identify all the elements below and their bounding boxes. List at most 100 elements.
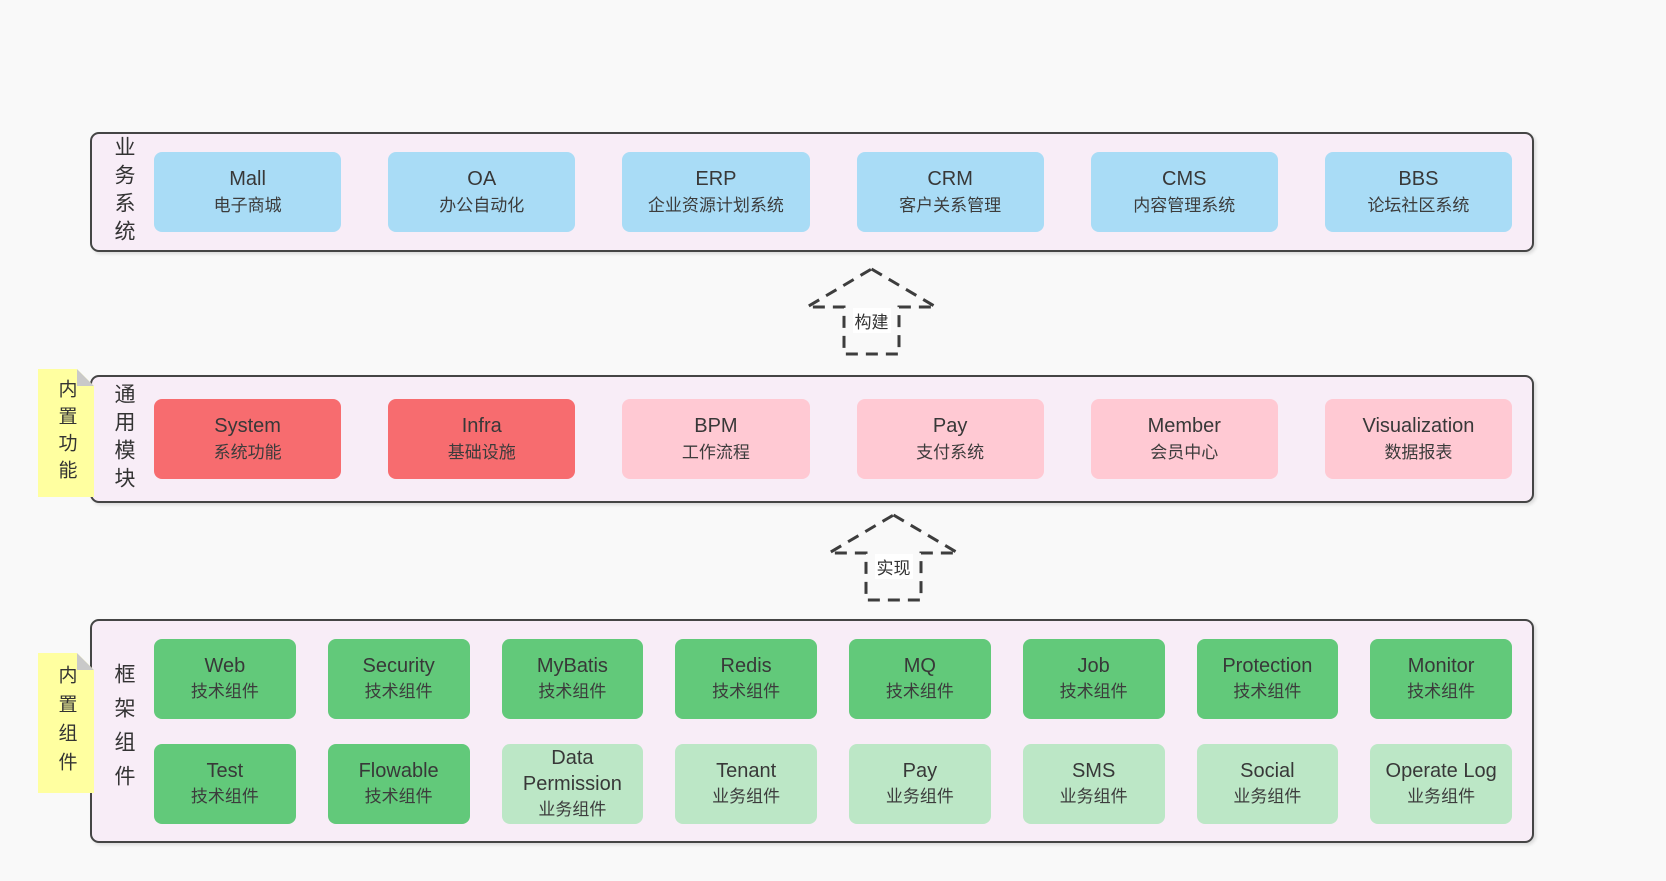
box-title: Protection <box>1222 654 1313 677</box>
layer-label: 通用模块 <box>92 377 154 501</box>
module-box-pay: Pay 支付系统 <box>856 399 1044 479</box>
build-arrow: 构建 <box>804 266 939 358</box>
box-title: Member <box>1147 415 1221 438</box>
module-box-pay: Pay 业务组件 <box>849 743 991 824</box>
box-title: SMS <box>1071 759 1116 782</box>
box-subtitle: 工作流程 <box>681 442 750 462</box>
box-subtitle: 业务组件 <box>538 800 607 820</box>
box-title: MQ <box>903 654 936 677</box>
box-subtitle: 客户关系管理 <box>899 195 1002 215</box>
module-box-web: Web 技术组件 <box>154 638 296 719</box>
layer-label-text: 通用模块 <box>112 383 135 495</box>
box-title: Infra <box>461 415 502 438</box>
module-box-crm: CRM 客户关系管理 <box>856 152 1044 232</box>
module-box-member: Member 会员中心 <box>1090 399 1278 479</box>
sticky-note-built-in-features: 内置功能 <box>38 369 94 497</box>
box-subtitle: 技术组件 <box>1407 682 1476 702</box>
box-title: MyBatis <box>536 654 608 677</box>
box-title: Pay <box>932 415 968 438</box>
module-box-erp: ERP 企业资源计划系统 <box>622 152 810 232</box>
module-row: System 系统功能 Infra 基础设施 BPM 工作流程 Pay 支付系统 Member 会… <box>154 399 1513 479</box>
box-subtitle: 业务组件 <box>1233 787 1302 807</box>
layer-common-modules: 通用模块 System 系统功能 Infra 基础设施 BPM 工作流程 Pay 支付系统 Me… <box>90 375 1534 503</box>
box-subtitle: 技术组件 <box>1233 682 1302 702</box>
module-box-mybatis: MyBatis 技术组件 <box>501 638 644 719</box>
box-subtitle: 技术组件 <box>364 787 433 807</box>
box-title: Job <box>1077 654 1110 677</box>
layer-label: 业务系统 <box>92 134 154 250</box>
box-subtitle: 数据报表 <box>1384 442 1453 462</box>
box-title: Pay <box>902 759 938 782</box>
box-subtitle: 内容管理系统 <box>1133 195 1236 215</box>
module-box-infra: Infra 基础设施 <box>388 399 576 479</box>
box-subtitle: 技术组件 <box>885 682 954 702</box>
module-box-job: Job 技术组件 <box>1022 638 1165 719</box>
box-subtitle: 业务组件 <box>712 787 781 807</box>
sticky-note-text: 内置组件 <box>55 665 77 781</box>
box-title: BBS <box>1398 168 1439 191</box>
box-title: Redis <box>720 654 772 677</box>
module-box-visualization: Visualization 数据报表 <box>1324 399 1513 479</box>
module-box-bbs: BBS 论坛社区系统 <box>1324 152 1513 232</box>
box-title: Operate Log <box>1385 759 1497 782</box>
box-subtitle: 办公自动化 <box>439 195 525 215</box>
box-title: Monitor <box>1407 654 1475 677</box>
build-arrow-label: 构建 <box>852 308 891 333</box>
box-subtitle: 论坛社区系统 <box>1367 195 1470 215</box>
box-title: Test <box>206 759 244 782</box>
module-box-system: System 系统功能 <box>154 399 342 479</box>
module-box-mq: MQ 技术组件 <box>849 638 991 719</box>
module-box-social: Social 业务组件 <box>1196 743 1339 824</box>
implement-arrow-label: 实现 <box>874 554 913 579</box>
box-title: Web <box>204 654 246 677</box>
module-box-bpm: BPM 工作流程 <box>622 399 810 479</box>
box-subtitle: 企业资源计划系统 <box>647 195 784 215</box>
module-box-test: Test 技术组件 <box>154 743 296 824</box>
box-title: Data Permission <box>522 747 622 795</box>
box-subtitle: 会员中心 <box>1150 442 1219 462</box>
module-box-data-permission: Data Permission 业务组件 <box>501 743 644 824</box>
box-subtitle: 技术组件 <box>190 787 259 807</box>
module-box-operate-log: Operate Log 业务组件 <box>1370 743 1512 824</box>
module-box-redis: Redis 技术组件 <box>675 638 817 719</box>
box-subtitle: 技术组件 <box>538 682 607 702</box>
layer-label: 框架组件 <box>92 621 154 841</box>
module-box-sms: SMS 业务组件 <box>1022 743 1165 824</box>
box-subtitle: 技术组件 <box>712 682 781 702</box>
box-subtitle: 业务组件 <box>1407 787 1476 807</box>
box-subtitle: 支付系统 <box>916 442 985 462</box>
sticky-note-built-in-components: 内置组件 <box>38 653 94 793</box>
box-subtitle: 系统功能 <box>213 442 282 462</box>
box-title: OA <box>467 168 497 191</box>
box-title: System <box>214 415 281 438</box>
box-subtitle: 技术组件 <box>190 682 259 702</box>
box-subtitle: 基础设施 <box>447 442 516 462</box>
box-subtitle: 技术组件 <box>364 682 433 702</box>
box-subtitle: 业务组件 <box>885 787 954 807</box>
box-title: BPM <box>694 415 738 438</box>
box-title: Social <box>1240 759 1295 782</box>
box-subtitle: 技术组件 <box>1059 682 1128 702</box>
box-subtitle: 业务组件 <box>1059 787 1128 807</box>
layer-label-text: 业务系统 <box>112 136 135 248</box>
module-box-oa: OA 办公自动化 <box>388 152 576 232</box>
implement-arrow: 实现 <box>826 512 961 604</box>
box-title: Visualization <box>1362 415 1475 438</box>
box-title: CMS <box>1162 168 1207 191</box>
box-title: ERP <box>695 168 737 191</box>
module-box-protection: Protection 技术组件 <box>1196 638 1339 719</box>
box-title: CRM <box>927 168 973 191</box>
layer-label-text: 框架组件 <box>112 663 135 799</box>
module-box-monitor: Monitor 技术组件 <box>1370 638 1512 719</box>
